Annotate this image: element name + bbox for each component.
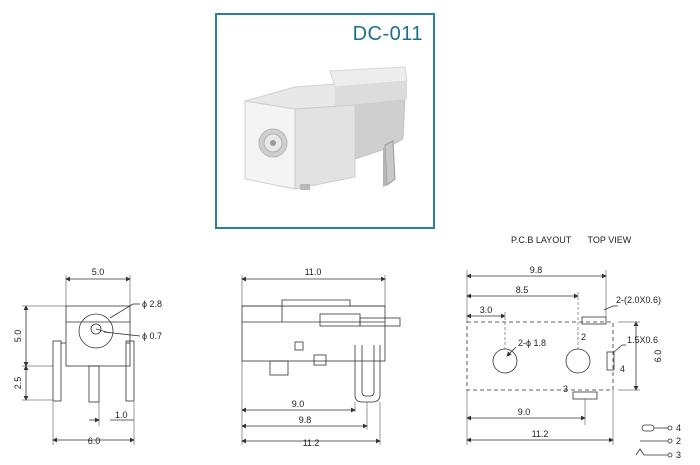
front-width-top: 5.0: [92, 267, 105, 277]
front-hole-dia: ϕ 2.8: [142, 299, 162, 309]
layout-pin-2: 2: [581, 332, 586, 342]
side-dim-c: 11.2: [303, 438, 320, 448]
pcb-layout-heading: P.C.B LAYOUT TOP VIEW: [511, 235, 645, 245]
layout-slot-2: 2-(2.0X0.6): [616, 295, 661, 305]
layout-pin-4: 4: [620, 364, 625, 374]
layout-height-60: 6.0: [653, 350, 663, 363]
pcb-layout-drawing: [466, 270, 640, 445]
pcb-layout-label: P.C.B LAYOUT: [511, 235, 572, 245]
product-photo-frame: DC-011: [215, 13, 435, 229]
schematic-pin-3: 3: [676, 450, 681, 460]
layout-w-30: 3.0: [480, 305, 493, 315]
side-dim-a: 9.0: [292, 399, 305, 409]
layout-w-112: 11.2: [532, 429, 549, 439]
jack-schematic-symbol: [635, 424, 673, 458]
side-length-top: 11.0: [305, 267, 322, 277]
front-pin-dia: ϕ 0.7: [142, 331, 162, 341]
front-pin-pitch: 1.0: [115, 410, 128, 420]
front-width-bottom: 6.0: [88, 436, 101, 446]
layout-w-85: 8.5: [516, 285, 529, 295]
side-view-drawing: [241, 275, 401, 445]
front-height: 5.0: [13, 330, 23, 343]
layout-slot-15: 1.5X0.6: [627, 335, 658, 345]
layout-pin-3: 3: [563, 384, 568, 394]
schematic-pin-2: 2: [676, 436, 681, 446]
dc-power-jack-photo-icon: [244, 66, 408, 190]
front-view-drawing: [22, 275, 141, 445]
model-title: DC-011: [352, 23, 423, 45]
schematic-pin-4: 4: [676, 423, 681, 433]
layout-holes: 2-ϕ 1.8: [518, 338, 546, 348]
top-view-label: TOP VIEW: [587, 235, 632, 245]
layout-w-90: 9.0: [518, 407, 531, 417]
side-dim-b: 9.8: [299, 415, 312, 425]
front-pin-height: 2.5: [13, 377, 23, 390]
layout-w-98: 9.8: [530, 265, 543, 275]
